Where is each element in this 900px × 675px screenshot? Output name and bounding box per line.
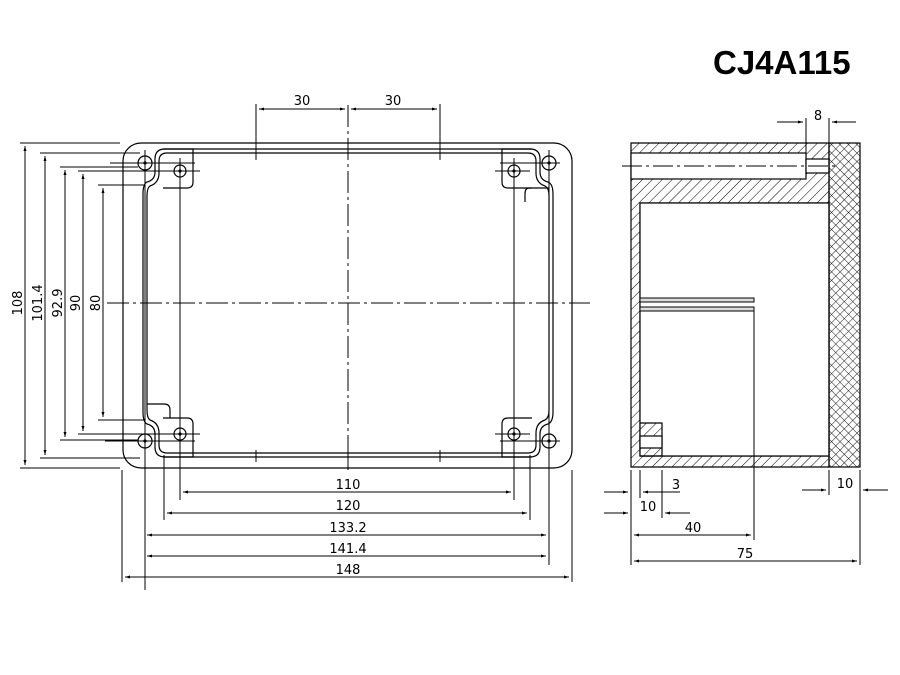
- dim-10-right: 10: [837, 477, 854, 492]
- left-dimensions: [20, 142, 175, 469]
- dim-133-2: 133.2: [329, 521, 366, 536]
- dim-80: 80: [89, 295, 104, 312]
- dim-40: 40: [685, 521, 702, 536]
- mounting-holes: [137, 155, 557, 449]
- side-dimensions: [604, 118, 888, 565]
- boss-top-right: [501, 148, 532, 189]
- dim-3: 3: [672, 478, 680, 493]
- tab-bottom-left: [147, 403, 171, 418]
- hole-centerlines: [100, 150, 560, 590]
- side-view: [622, 142, 861, 540]
- boss-bottom-right: [501, 417, 532, 458]
- dim-30-right: 30: [385, 94, 402, 109]
- top-dimensions: [255, 104, 441, 144]
- dim-30-left: 30: [294, 94, 311, 109]
- inner-cavity: [639, 202, 830, 457]
- dim-110: 110: [336, 478, 361, 493]
- lid-section-crosshatch: [828, 142, 861, 468]
- bottom-dimensions: [121, 470, 573, 582]
- dim-75: 75: [737, 547, 754, 562]
- bottom-boss-hole: [639, 435, 663, 449]
- dim-108: 108: [11, 291, 26, 316]
- dim-90: 90: [69, 295, 84, 312]
- tab-top-right: [524, 187, 549, 202]
- top-view: [100, 105, 590, 590]
- boss-top-left: [163, 148, 194, 189]
- boss-bottom-left: [163, 417, 194, 458]
- housing-inner-line: [146, 152, 550, 454]
- dim-8: 8: [814, 109, 822, 124]
- model-title: CJ4A115: [713, 44, 851, 81]
- dim-10-left: 10: [640, 500, 657, 515]
- rib-ticks: [255, 144, 441, 470]
- pcb-rail-upper: [639, 297, 755, 303]
- dim-92-9: 92.9: [51, 289, 66, 318]
- dim-148: 148: [336, 563, 361, 578]
- pcb-rail-lower: [639, 306, 755, 312]
- center-lines: [107, 105, 590, 470]
- dim-120: 120: [336, 499, 361, 514]
- dim-141-4: 141.4: [329, 542, 366, 557]
- left-dimension-labels: 108 101.4 92.9 90 80: [11, 284, 104, 321]
- dim-101-4: 101.4: [31, 284, 46, 321]
